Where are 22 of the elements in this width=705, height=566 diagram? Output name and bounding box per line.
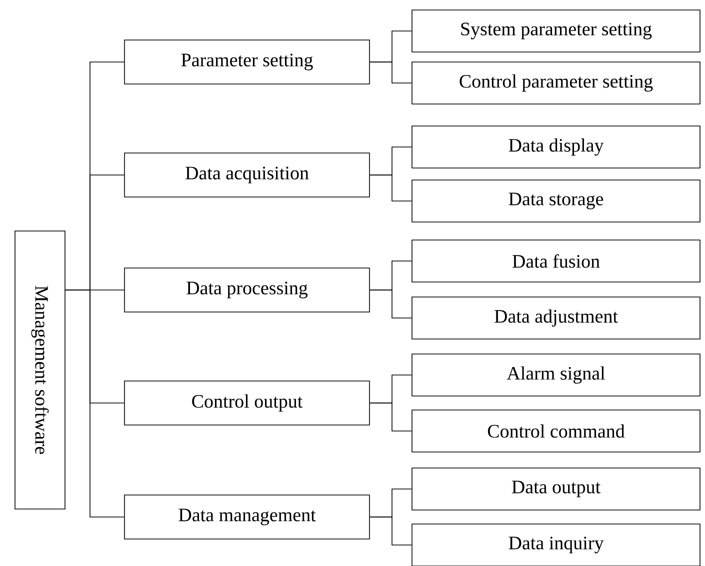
- function-box: System parameter setting: [412, 10, 700, 52]
- function-box: Data output: [412, 468, 700, 510]
- connector-line: [370, 516, 412, 546]
- function-box: Data display: [412, 126, 700, 168]
- function-box: Alarm signal: [412, 354, 700, 396]
- connector-line: [370, 62, 412, 84]
- module-box: Data management: [124, 494, 370, 540]
- root-box: Management software: [14, 230, 66, 510]
- function-box: Control parameter setting: [412, 62, 700, 104]
- connector-line: [64, 290, 124, 518]
- connector-line: [370, 290, 412, 318]
- function-box: Data fusion: [412, 240, 700, 282]
- module-box: Parameter setting: [124, 40, 370, 84]
- module-box: Data acquisition: [124, 152, 370, 198]
- connector-line: [370, 402, 412, 432]
- module-box: Data processing: [124, 268, 370, 312]
- function-box: Data storage: [412, 180, 700, 222]
- connector-line: [370, 174, 412, 202]
- function-box: Data adjustment: [412, 296, 700, 340]
- function-box: Control command: [412, 410, 700, 452]
- function-box: Data inquiry: [412, 524, 700, 566]
- module-box: Control output: [124, 380, 370, 426]
